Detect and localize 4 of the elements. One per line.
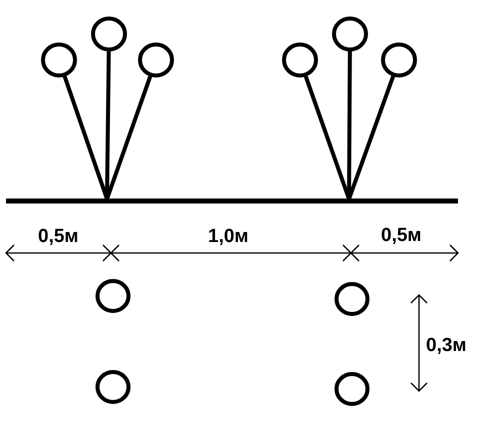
dimension-label: 0,5м [381,226,422,245]
dimension-label: 0,5м [38,227,78,246]
dimension-label: 1,0м [208,227,248,246]
dimension-label: 0,3м [426,336,466,355]
